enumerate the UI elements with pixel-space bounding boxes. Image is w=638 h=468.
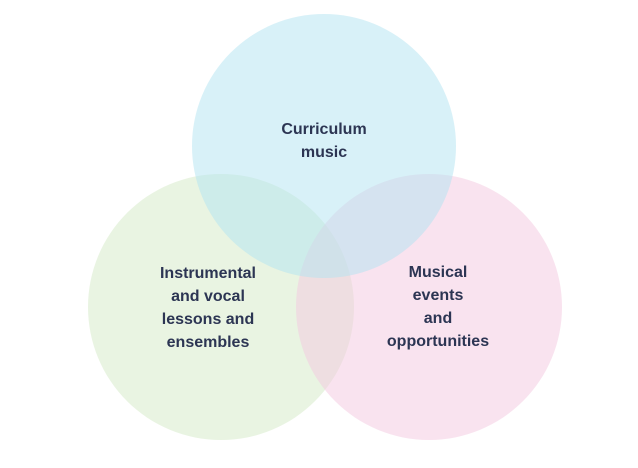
circle-curriculum-music [192, 14, 456, 278]
label-musical-events: Musical events and opportunities [386, 264, 490, 350]
label-instrumental-vocal: Instrumental and vocal lessons and ensem… [159, 265, 256, 351]
label-curriculum-music: Curriculum music [281, 121, 367, 161]
